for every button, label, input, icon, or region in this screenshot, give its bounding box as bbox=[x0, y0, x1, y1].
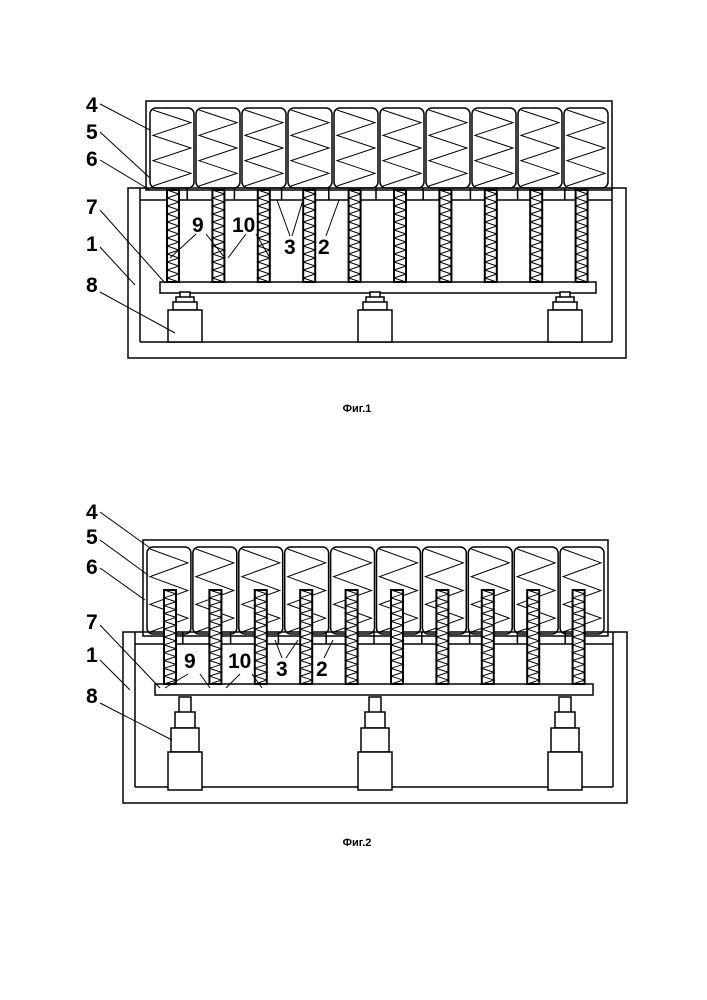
spring-pocket bbox=[472, 108, 516, 188]
pocket-spring bbox=[337, 110, 375, 186]
figure-2: 45 6 7 1 8 9 10 3 2 bbox=[86, 501, 627, 803]
pocket-spring bbox=[567, 110, 605, 186]
actuator-segment bbox=[548, 752, 582, 790]
leader-line bbox=[100, 512, 150, 548]
leader-line bbox=[100, 132, 150, 178]
callout-label-2: 2 bbox=[316, 658, 328, 681]
lifting-plate bbox=[155, 684, 593, 695]
spring-pocket bbox=[150, 108, 194, 188]
leader-line bbox=[100, 160, 150, 190]
leader-line bbox=[100, 703, 172, 740]
callout-label-5: 5 bbox=[86, 121, 98, 144]
pocket-spring bbox=[429, 110, 467, 186]
callout-label-6: 6 bbox=[86, 148, 98, 171]
spring-pocket bbox=[196, 108, 240, 188]
leader-line bbox=[286, 640, 298, 658]
actuator-segment bbox=[358, 752, 392, 790]
actuator-segment bbox=[551, 728, 579, 752]
actuator-segment bbox=[173, 302, 197, 310]
leader-line bbox=[100, 568, 145, 600]
callout-label-10: 10 bbox=[228, 650, 251, 673]
spring-pocket bbox=[242, 108, 286, 188]
actuator-segment bbox=[548, 310, 582, 342]
pocket-spring bbox=[475, 110, 513, 186]
callout-label-4: 4 bbox=[86, 501, 98, 524]
callout-label-9: 9 bbox=[192, 214, 204, 237]
pocket-spring bbox=[153, 110, 191, 186]
actuator-segment bbox=[171, 728, 199, 752]
callout-label-7: 7 bbox=[86, 611, 98, 634]
leader-line bbox=[228, 234, 246, 258]
actuator-segment bbox=[168, 310, 202, 342]
callout-label-6: 6 bbox=[86, 556, 98, 579]
spring-pocket bbox=[564, 108, 608, 188]
callout-label-3: 3 bbox=[284, 236, 296, 259]
callout-label-2: 2 bbox=[318, 236, 330, 259]
actuator-segment bbox=[369, 697, 381, 713]
actuator-segment bbox=[175, 712, 195, 728]
callout-label-1: 1 bbox=[86, 644, 98, 667]
callout-label-1: 1 bbox=[86, 233, 98, 256]
actuator-segment bbox=[361, 728, 389, 752]
leader-line bbox=[100, 104, 150, 130]
callout-label-4: 4 bbox=[86, 94, 98, 117]
leader-line bbox=[100, 292, 175, 333]
spring-pocket bbox=[334, 108, 378, 188]
actuator-segment bbox=[553, 302, 577, 310]
pocket-spring bbox=[383, 110, 421, 186]
leader-line bbox=[100, 247, 135, 285]
leader-line bbox=[100, 210, 165, 283]
figure-1-caption: Фиг.1 bbox=[343, 403, 372, 415]
leader-line bbox=[326, 200, 339, 236]
actuator-segment bbox=[363, 302, 387, 310]
mattress-cover bbox=[146, 101, 612, 190]
leader-line bbox=[100, 660, 130, 690]
actuator-segment bbox=[365, 712, 385, 728]
actuator-segment bbox=[559, 697, 571, 713]
leader-line bbox=[277, 200, 290, 236]
spring-pocket bbox=[518, 108, 562, 188]
actuator-segment bbox=[168, 752, 202, 790]
leader-line bbox=[324, 640, 333, 658]
callout-label-8: 8 bbox=[86, 274, 98, 297]
pocket-spring bbox=[245, 110, 283, 186]
figure-2-caption: Фиг.2 bbox=[343, 837, 372, 849]
callout-label-8: 8 bbox=[86, 685, 98, 708]
pocket-spring bbox=[521, 110, 559, 186]
leader-line bbox=[292, 200, 303, 236]
actuator-segment bbox=[555, 712, 575, 728]
actuator-segment bbox=[358, 310, 392, 342]
leader-line bbox=[100, 540, 148, 575]
pocket-spring bbox=[199, 110, 237, 186]
callout-label-10: 10 bbox=[232, 214, 255, 237]
pocket-spring bbox=[291, 110, 329, 186]
callout-label-3: 3 bbox=[276, 658, 288, 681]
actuator-segment bbox=[179, 697, 191, 713]
spring-pocket bbox=[288, 108, 332, 188]
callout-label-7: 7 bbox=[86, 196, 98, 219]
spring-pocket bbox=[426, 108, 470, 188]
spring-pocket bbox=[380, 108, 424, 188]
callout-label-9: 9 bbox=[184, 650, 196, 673]
figure-1: 4 5 6 7 1 8 9 10 32 bbox=[86, 94, 626, 358]
callout-label-5: 5 bbox=[86, 526, 98, 549]
